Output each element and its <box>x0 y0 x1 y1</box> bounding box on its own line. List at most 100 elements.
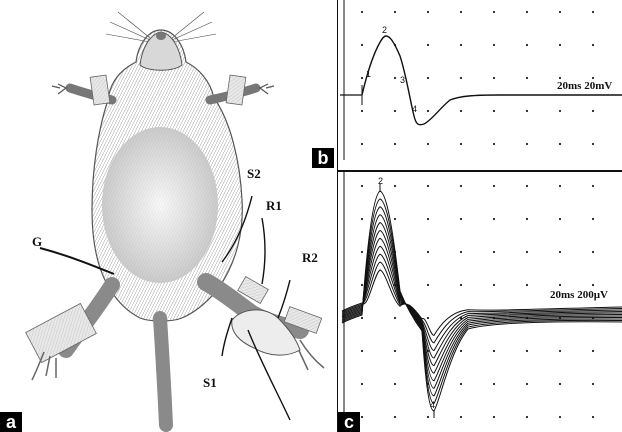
left-forepaw <box>52 84 66 94</box>
left-forelimb-tape <box>90 75 110 105</box>
trace-c-waveform <box>342 215 622 389</box>
grid-dot <box>592 185 594 187</box>
trace-c-point-2: 2 <box>378 176 383 186</box>
grid-dot <box>493 11 495 13</box>
grid-dot <box>394 317 396 319</box>
grid-dot <box>427 284 429 286</box>
grid-dot <box>460 416 462 418</box>
grid-dot <box>361 44 363 46</box>
trace-c-waveform <box>342 223 622 381</box>
panel-b-trace: 1 2 3 4 20ms 20mV <box>338 0 622 170</box>
grid-dot <box>460 218 462 220</box>
grid-dot <box>427 110 429 112</box>
trace-b-svg: 1 2 3 4 20ms 20mV <box>338 0 622 170</box>
trace-c-waveform <box>342 254 622 350</box>
grid-dot <box>559 44 561 46</box>
grid-dot <box>493 251 495 253</box>
trace-b-point-1: 1 <box>366 69 371 79</box>
grid-dot <box>592 110 594 112</box>
grid-dot <box>592 218 594 220</box>
grid-dot <box>460 11 462 13</box>
grid-dot <box>592 350 594 352</box>
trace-c-waveform <box>342 199 622 404</box>
grid-dot <box>427 44 429 46</box>
grid-dot <box>427 11 429 13</box>
grid-dot <box>592 251 594 253</box>
grid-dot <box>427 185 429 187</box>
grid-dot <box>361 110 363 112</box>
grid-dot <box>394 185 396 187</box>
grid-dot <box>394 11 396 13</box>
grid-dot <box>559 143 561 145</box>
grid-dot <box>592 284 594 286</box>
grid-dot <box>526 284 528 286</box>
right-forepaw <box>260 84 274 94</box>
panel-c-letter: c <box>338 412 360 432</box>
grid-dot <box>427 416 429 418</box>
grid-dot <box>361 251 363 253</box>
grid-dot <box>559 11 561 13</box>
grid-dot <box>526 185 528 187</box>
grid-dot <box>394 143 396 145</box>
right-hindpaw <box>296 340 324 370</box>
grid-dot <box>361 416 363 418</box>
label-r1: R1 <box>266 198 282 213</box>
grid-dot <box>361 218 363 220</box>
grid-dot <box>526 11 528 13</box>
label-r2: R2 <box>302 250 318 265</box>
right-forelimb-tape <box>226 75 246 105</box>
grid-dot <box>559 185 561 187</box>
grid-dot <box>559 383 561 385</box>
grid-dot <box>559 416 561 418</box>
grid-dot <box>592 416 594 418</box>
grid-dot <box>394 350 396 352</box>
grid-dot <box>559 251 561 253</box>
rat-tail <box>160 318 166 425</box>
grid-dot <box>559 77 561 79</box>
grid-dot <box>427 218 429 220</box>
grid-dot <box>427 143 429 145</box>
grid-dot <box>460 350 462 352</box>
grid-dot <box>526 350 528 352</box>
label-g: G <box>32 234 42 249</box>
grid-dot <box>493 110 495 112</box>
grid-dot <box>460 44 462 46</box>
grid-dot <box>559 218 561 220</box>
grid-dot <box>394 218 396 220</box>
trace-c-waveform <box>342 270 622 335</box>
grid-dot <box>460 383 462 385</box>
grid-dot <box>394 416 396 418</box>
grid-dot <box>559 284 561 286</box>
grid-dot <box>361 383 363 385</box>
grid-dot <box>493 218 495 220</box>
grid-dot <box>526 251 528 253</box>
r1-wire <box>262 218 265 284</box>
trace-c-waveforms <box>342 184 622 418</box>
s1-wire <box>222 318 232 356</box>
grid-dot <box>526 44 528 46</box>
grid-dot <box>361 284 363 286</box>
grid-dot <box>493 350 495 352</box>
panel-a-letter: a <box>0 412 22 432</box>
grid-dot <box>361 317 363 319</box>
grid-dot <box>526 77 528 79</box>
panel-c-traces: 2 4 20ms 200µV <box>338 172 622 432</box>
grid-dot <box>493 185 495 187</box>
grid-dot <box>361 77 363 79</box>
grid-dot <box>592 11 594 13</box>
trace-c-waveform <box>342 238 622 365</box>
grid-dot <box>559 110 561 112</box>
grid-dot <box>460 77 462 79</box>
grid-dot <box>526 218 528 220</box>
grid-dot <box>559 350 561 352</box>
grid-dot <box>493 143 495 145</box>
grid-dot <box>493 77 495 79</box>
trace-c-waveform <box>342 191 622 411</box>
grid-dot <box>592 143 594 145</box>
label-s2: S2 <box>247 166 261 181</box>
grid-dot <box>592 77 594 79</box>
trace-c-waveform <box>342 246 622 358</box>
grid-dot <box>394 77 396 79</box>
grid-dot <box>493 44 495 46</box>
grid-dot <box>526 416 528 418</box>
